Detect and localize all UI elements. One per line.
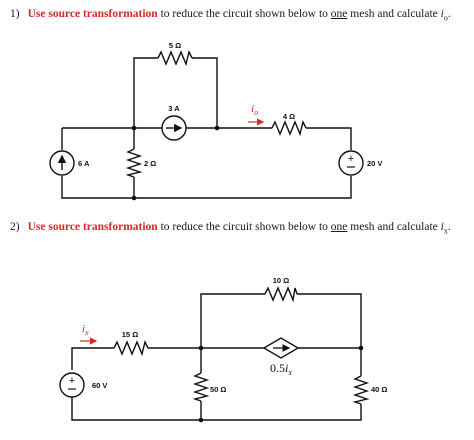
problem-1-one: one — [330, 8, 348, 20]
c1-resistor-5ohm — [157, 49, 193, 67]
circuit-1: 5 Ω 3 A 4 Ω io 6 A 2 Ω + 20 V — [49, 41, 382, 201]
problem-1-tail: mesh and calculate — [347, 8, 441, 20]
problem-1-end: . — [447, 8, 451, 20]
c2-label-60v: 60 V — [92, 381, 107, 390]
c1-label-3a: 3 A — [168, 104, 180, 113]
problem-1-statement: 1) Use source transformation to reduce th… — [10, 8, 451, 22]
problem-2-lead: Use source transformation — [27, 221, 158, 233]
c1-node-dot — [214, 125, 220, 131]
problem-1-lead: Use source transformation — [27, 8, 158, 20]
c1-label-5ohm: 5 Ω — [169, 41, 181, 50]
problem-2-statement: 2) Use source transformation to reduce th… — [10, 221, 451, 235]
problem-1-var: i — [440, 8, 444, 20]
problem-2-end: . — [447, 221, 451, 233]
c1-wire-top-loop — [133, 57, 218, 128]
c2-resistor-50ohm — [192, 372, 210, 402]
c1-voltage-source-20v — [338, 150, 364, 176]
c2-resistor-10ohm — [264, 286, 298, 303]
c2-label-10ohm: 10 Ω — [273, 276, 289, 285]
problem-1-number: 1) — [10, 8, 20, 20]
c2-resistor-40ohm — [352, 375, 370, 405]
c1-resistor-4ohm — [271, 119, 307, 137]
c1-resistor-2ohm — [125, 148, 143, 178]
problem-2-tail: mesh and calculate — [347, 221, 441, 233]
c1-current-io-label: io — [251, 103, 258, 117]
c1-node-dot — [131, 125, 137, 131]
c2-wire-main — [71, 347, 361, 370]
c1-label-2ohm: 2 Ω — [144, 159, 156, 168]
c2-wire-top-loop — [200, 293, 362, 348]
problem-2-var-sub: x — [443, 226, 448, 236]
circuit-2: 10 Ω 15 Ω ix 0.5ix + 60 V 50 Ω 40 Ω — [59, 276, 387, 423]
c2-label-15ohm: 15 Ω — [122, 330, 138, 339]
problem-2-var: i — [440, 221, 444, 233]
c2-current-ix-label: ix — [82, 323, 89, 337]
c1-wire-left — [61, 128, 352, 199]
c2-label-40ohm: 40 Ω — [371, 385, 387, 394]
c2-60v-plus-icon: + — [69, 375, 75, 387]
c2-node-dot — [198, 345, 204, 351]
problem-2-number: 2) — [10, 221, 20, 233]
c1-node-dot — [131, 195, 137, 201]
c2-resistor-15ohm — [113, 339, 149, 357]
c2-label-50ohm: 50 Ω — [210, 385, 226, 394]
c2-node-dot — [358, 345, 364, 351]
c2-node-dot — [198, 417, 204, 423]
problem-2-mid: to reduce the circuit shown below to — [157, 221, 331, 233]
c1-label-6a: 6 A — [78, 159, 90, 168]
c1-label-4ohm: 4 Ω — [283, 112, 295, 121]
c1-20v-plus-icon: + — [348, 153, 354, 165]
problem-2-one: one — [330, 221, 348, 233]
c2-dep-gain-label: 0.5ix — [270, 361, 292, 377]
c1-wire-main — [62, 127, 352, 150]
problem-1-mid: to reduce the circuit shown below to — [157, 8, 331, 20]
c1-label-20v: 20 V — [367, 159, 382, 168]
c2-wire-bottom — [71, 348, 362, 421]
problem-1-var-sub: o — [443, 13, 448, 23]
